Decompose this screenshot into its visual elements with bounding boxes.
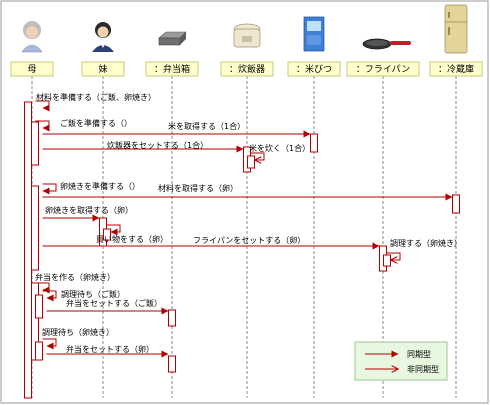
participant-label-ricebin: ：米びつ bbox=[296, 63, 332, 75]
participant-head-cooker bbox=[220, 61, 274, 77]
activation-bar-sister-1 bbox=[103, 228, 111, 241]
participant-label-cooker: ：炊飯器 bbox=[229, 63, 265, 75]
activation-bar-mother-4 bbox=[35, 294, 43, 319]
activation-bar-mother-0 bbox=[24, 101, 32, 399]
message-label: 米を取得する（1合） bbox=[168, 121, 245, 131]
message-label: 材料を準備する（ご飯、卵焼き） bbox=[36, 92, 156, 102]
participant-head-fridge bbox=[429, 61, 483, 77]
activation-bar-ricebin-0 bbox=[310, 133, 318, 153]
message-label: フライパンをセットする（卵） bbox=[193, 235, 305, 245]
participant-label-fridge: ：冷蔵庫 bbox=[438, 63, 474, 75]
message-arrow bbox=[35, 100, 50, 112]
legend-sync-label: 同期型 bbox=[407, 350, 431, 359]
rice-cooker-icon bbox=[233, 23, 261, 48]
participant-heads: 母 妹 ：弁当箱 ：炊飯器 ：米びつ ：フライパン ：冷蔵庫 bbox=[10, 61, 483, 77]
activation-bar-mother-2 bbox=[31, 185, 39, 271]
message-label: 材料を取得する（卵） bbox=[158, 183, 238, 193]
message-label: 卵焼きを準備する（） bbox=[60, 181, 140, 191]
message-2: ご飯を準備する（） bbox=[35, 118, 132, 132]
message-8: 卵焼きを取得する（卵） bbox=[42, 205, 133, 222]
message-5: 米を炊く（1合） bbox=[249, 143, 310, 160]
message-3: 米を取得する（1合） bbox=[42, 121, 311, 138]
message-15: 調理待ち（卵焼き） bbox=[42, 327, 114, 350]
legend-box bbox=[354, 341, 448, 381]
refrigerator-icon bbox=[444, 4, 468, 54]
message-arrow bbox=[106, 224, 121, 236]
message-10: フライパンをセットする（卵） bbox=[42, 235, 380, 250]
message-arrow bbox=[35, 282, 50, 294]
mother-person-icon bbox=[21, 21, 43, 53]
message-7: 材料を取得する（卵） bbox=[42, 183, 453, 201]
message-16: 弁当をセットする（卵） bbox=[46, 344, 169, 358]
sister-person-icon bbox=[92, 22, 114, 52]
message-label: 調理待ち（卵焼き） bbox=[42, 327, 114, 337]
participant-label-pan: ：フライパン bbox=[356, 64, 410, 75]
message-label: 卵焼きを取得する（卵） bbox=[45, 205, 133, 215]
message-4: 炊飯器をセットする（1合） bbox=[42, 140, 244, 153]
message-label: 弁当をセットする（卵） bbox=[66, 344, 154, 354]
participant-head-sister bbox=[81, 61, 125, 77]
legend: 同期型 非同期型 bbox=[354, 341, 448, 381]
message-9: 買い物をする（卵） bbox=[96, 224, 168, 244]
message-6: 卵焼きを準備する（） bbox=[42, 181, 140, 195]
message-1: 材料を準備する（ご飯、卵焼き） bbox=[35, 92, 156, 112]
participant-head-bento bbox=[145, 61, 199, 77]
message-label: ご飯を準備する（） bbox=[60, 118, 132, 128]
message-13: 調理待ち（ご飯） bbox=[42, 289, 125, 302]
activation-bar-bento-0 bbox=[168, 309, 176, 327]
activation-bars bbox=[24, 101, 460, 399]
message-arrow bbox=[42, 338, 57, 350]
activation-bar-bento-1 bbox=[168, 355, 176, 373]
message-arrow bbox=[386, 252, 401, 260]
rice-bin-icon bbox=[303, 16, 325, 52]
activation-bar-cooker-1 bbox=[247, 155, 255, 169]
message-label: 買い物をする（卵） bbox=[96, 234, 168, 244]
frying-pan-icon bbox=[362, 38, 411, 50]
message-arrow bbox=[250, 152, 265, 160]
message-arrow bbox=[42, 290, 57, 302]
message-11: 調理する（卵焼き） bbox=[386, 238, 462, 260]
participant-label-sister: 妹 bbox=[98, 63, 107, 75]
message-label: 米を炊く（1合） bbox=[249, 143, 310, 153]
lunchbox-icon bbox=[158, 31, 187, 46]
message-label: 炊飯器をセットする（1合） bbox=[107, 140, 208, 150]
participant-head-ricebin bbox=[287, 61, 341, 77]
participant-label-mother: 母 bbox=[27, 64, 36, 75]
message-label: 調理する（卵焼き） bbox=[390, 238, 462, 248]
activation-bar-mother-1 bbox=[31, 121, 39, 166]
message-arrow bbox=[35, 120, 50, 132]
participant-head-pan bbox=[346, 61, 420, 77]
message-label: 調理待ち（ご飯） bbox=[61, 289, 125, 299]
message-14: 弁当をセットする（ご飯） bbox=[46, 298, 169, 315]
activation-bar-fridge-0 bbox=[452, 194, 460, 214]
message-12: 弁当を作る（卵焼き） bbox=[35, 272, 115, 294]
participant-label-bento: ：弁当箱 bbox=[154, 63, 190, 75]
messages: 材料を準備する（ご飯、卵焼き） ご飯を準備する（） 米を取得する（1合） 炊飯器をセッ… bbox=[35, 92, 462, 358]
activation-bar-pan-1 bbox=[383, 254, 391, 267]
legend-async-label: 非同期型 bbox=[407, 364, 439, 374]
participant-head-mother bbox=[10, 61, 54, 77]
message-label: 弁当をセットする（ご飯） bbox=[66, 298, 162, 308]
message-label: 弁当を作る（卵焼き） bbox=[35, 272, 115, 282]
message-arrow bbox=[42, 183, 57, 195]
activation-bar-mother-5 bbox=[35, 341, 43, 361]
